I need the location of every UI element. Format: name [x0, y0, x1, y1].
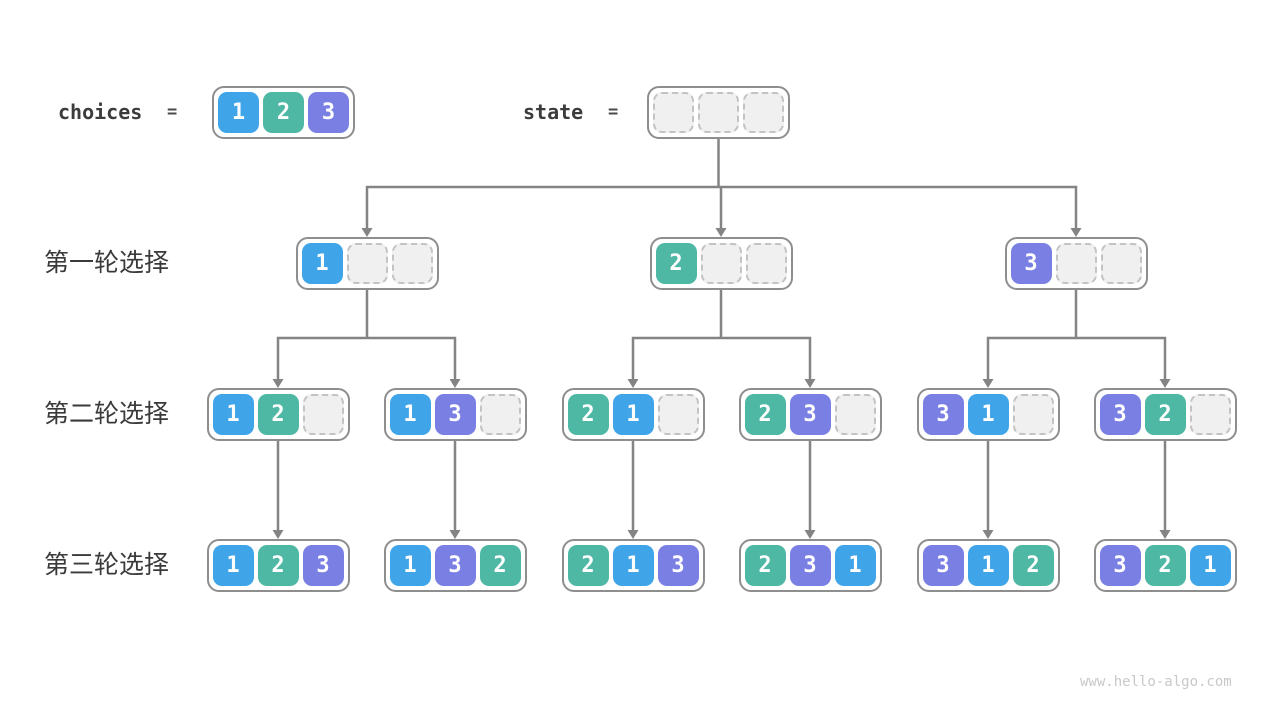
- array-cell-empty: [1055, 243, 1097, 284]
- array-cell-empty: [657, 394, 699, 435]
- array-cell-2: 2: [257, 394, 299, 435]
- state-array-node: [647, 86, 790, 139]
- array-cell-3: 3: [657, 545, 699, 586]
- array-cell-1: 1: [834, 545, 876, 586]
- array-cell-empty: [653, 92, 694, 133]
- choices-label: choices: [58, 100, 143, 124]
- array-cell-3: 3: [789, 545, 831, 586]
- array-cell-1: 1: [301, 243, 343, 284]
- array-cell-2: 2: [744, 545, 786, 586]
- array-cell-empty: [1012, 394, 1054, 435]
- array-cell-3: 3: [434, 545, 476, 586]
- array-cell-empty: [391, 243, 433, 284]
- array-cell-empty: [346, 243, 388, 284]
- array-cell-1: 1: [967, 545, 1009, 586]
- array-cell-empty: [700, 243, 742, 284]
- array-cell-2: 2: [744, 394, 786, 435]
- array-cell-3: 3: [789, 394, 831, 435]
- array-cell-1: 1: [612, 394, 654, 435]
- watermark-url: www.hello-algo.com: [1080, 674, 1232, 690]
- array-cell-1: 1: [612, 545, 654, 586]
- array-cell-1: 1: [389, 545, 431, 586]
- array-cell-1: 1: [967, 394, 1009, 435]
- array-cell-empty: [745, 243, 787, 284]
- array-cell-1: 1: [1189, 545, 1231, 586]
- array-cell-2: 2: [257, 545, 299, 586]
- array-cell-empty: [698, 92, 739, 133]
- array-cell-empty: [834, 394, 876, 435]
- array-cell-2: 2: [567, 394, 609, 435]
- array-cell-3: 3: [302, 545, 344, 586]
- row-label-round-3: 第三轮选择: [44, 551, 170, 579]
- array-cell-2: 2: [655, 243, 697, 284]
- array-cell-3: 3: [922, 545, 964, 586]
- array-cell-empty: [743, 92, 784, 133]
- array-cell-empty: [479, 394, 521, 435]
- array-cell-empty: [1100, 243, 1142, 284]
- array-cell-3: 3: [1099, 394, 1141, 435]
- array-cell-empty: [1189, 394, 1231, 435]
- array-cell-2: 2: [263, 92, 304, 133]
- array-cell-3: 3: [308, 92, 349, 133]
- array-cell-1: 1: [212, 394, 254, 435]
- row-label-round-1: 第一轮选择: [44, 249, 170, 277]
- state-label: state: [523, 100, 584, 124]
- state-equals-sign: =: [608, 102, 619, 122]
- row-label-round-2: 第二轮选择: [44, 400, 170, 428]
- array-cell-3: 3: [1010, 243, 1052, 284]
- array-cell-2: 2: [567, 545, 609, 586]
- array-cell-2: 2: [479, 545, 521, 586]
- array-cell-empty: [302, 394, 344, 435]
- array-cell-3: 3: [434, 394, 476, 435]
- array-node-round1-1: 1: [295, 237, 439, 290]
- array-cell-1: 1: [218, 92, 259, 133]
- array-cell-1: 1: [212, 545, 254, 586]
- choices-equals-sign: =: [167, 102, 178, 122]
- array-cell-3: 3: [1099, 545, 1141, 586]
- array-cell-2: 2: [1144, 394, 1186, 435]
- array-node-round1-3: 3: [1004, 237, 1148, 290]
- array-cell-2: 2: [1144, 545, 1186, 586]
- array-node-round1-2: 2: [649, 237, 793, 290]
- array-cell-2: 2: [1012, 545, 1054, 586]
- array-cell-3: 3: [922, 394, 964, 435]
- array-cell-1: 1: [389, 394, 431, 435]
